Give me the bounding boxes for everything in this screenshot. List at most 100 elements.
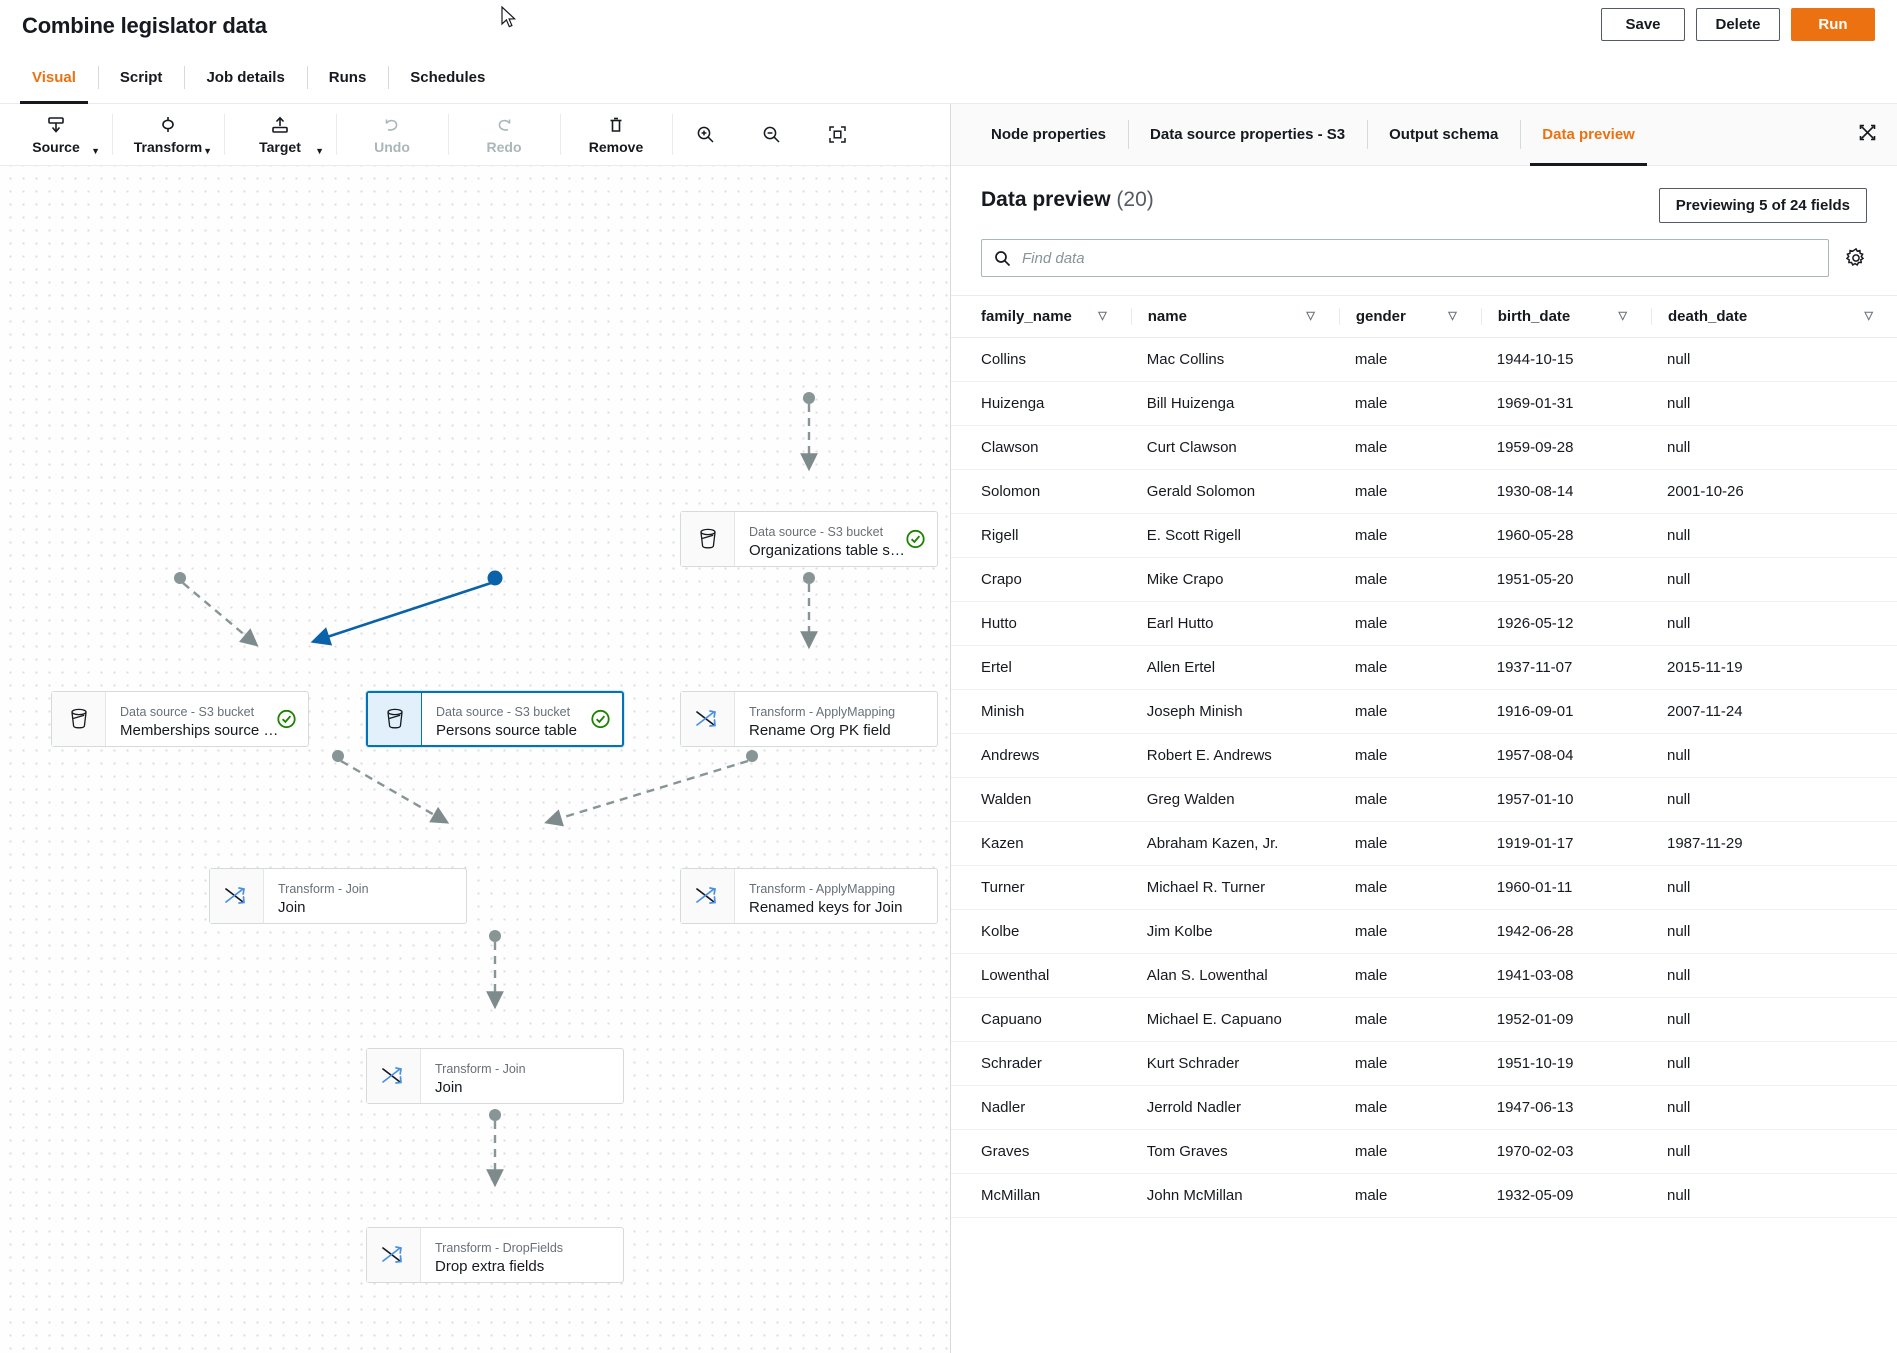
sort-caret-icon[interactable]: ▽ (1618, 310, 1627, 322)
node-drop-extra-fields[interactable]: Transform - DropFields Drop extra fields (366, 1227, 624, 1283)
node-type-label: Transform - DropFields (435, 1241, 564, 1255)
node-icon-wrap (368, 693, 422, 745)
run-button[interactable]: Run (1791, 8, 1875, 41)
tab-data-preview[interactable]: Data preview (1520, 104, 1657, 166)
table-cell-gender: male (1338, 1129, 1481, 1174)
canvas-toolbar: Source ▼ Transform ▼ Target ▼ (0, 104, 950, 166)
tab-job-details[interactable]: Job details (184, 52, 306, 103)
preview-settings-button[interactable] (1845, 247, 1867, 269)
toolbar-target-button[interactable]: Target ▼ (224, 104, 336, 165)
table-cell-death-date: null (1651, 1173, 1897, 1218)
table-cell-birth-date: 1930-08-14 (1480, 469, 1651, 514)
toolbar-source-button[interactable]: Source ▼ (0, 104, 112, 165)
data-preview-table: family_name ▽ name ▽ gen (951, 295, 1897, 1218)
tab-data-source-properties-s3[interactable]: Data source properties - S3 (1128, 104, 1367, 165)
toolbar-transform-button[interactable]: Transform ▼ (112, 104, 224, 165)
validated-check-icon (277, 709, 296, 729)
fit-to-screen-button[interactable] (804, 104, 870, 165)
table-cell-birth-date: 1957-08-04 (1480, 733, 1651, 778)
tab-visual[interactable]: Visual (10, 52, 98, 104)
data-preview-count: (20) (1116, 188, 1154, 211)
main-tabs: Visual Script Job details Runs Schedules (0, 52, 1897, 104)
search-input[interactable] (1020, 248, 1816, 268)
tab-schedules[interactable]: Schedules (388, 52, 507, 103)
column-header-gender[interactable]: gender ▽ (1338, 295, 1481, 338)
table-cell-birth-date: 1969-01-31 (1480, 381, 1651, 426)
node-body: Data source - S3 bucket Memberships sour… (106, 692, 308, 746)
table-cell-family-name: Crapo (951, 557, 1131, 602)
node-type-label: Data source - S3 bucket (120, 705, 255, 719)
node-rename-org-pk-field[interactable]: Transform - ApplyMapping Rename Org PK f… (680, 691, 938, 747)
job-canvas[interactable]: Data source - S3 bucket Organizations ta… (0, 166, 950, 1353)
column-header-death-date[interactable]: death_date ▽ (1651, 295, 1897, 338)
node-icon-wrap (681, 692, 735, 746)
sort-caret-icon[interactable]: ▽ (1864, 310, 1873, 322)
table-cell-family-name: Solomon (951, 469, 1131, 514)
table-cell-gender: male (1338, 689, 1481, 734)
toolbar-undo-button[interactable]: Undo (336, 104, 448, 165)
column-header-name[interactable]: name ▽ (1130, 295, 1339, 338)
node-organizations-table[interactable]: Data source - S3 bucket Organizations ta… (680, 511, 938, 567)
node-icon-wrap (210, 869, 264, 923)
column-header-family-name[interactable]: family_name ▽ (951, 295, 1131, 338)
table-cell-birth-date: 1932-05-09 (1480, 1173, 1651, 1218)
node-body: Transform - Join Join (421, 1049, 623, 1103)
details-tabs: Node properties Data source properties -… (951, 104, 1897, 166)
tab-node-properties[interactable]: Node properties (991, 126, 1107, 143)
tab-output-schema[interactable]: Output schema (1367, 104, 1520, 165)
column-header-birth-date[interactable]: birth_date ▽ (1480, 295, 1651, 338)
table-cell-gender: male (1338, 557, 1481, 602)
search-box[interactable] (981, 239, 1829, 277)
node-icon-wrap (52, 692, 106, 746)
chevron-down-icon: ▼ (315, 146, 324, 156)
node-join-2[interactable]: Transform - Join Join (366, 1048, 624, 1104)
toolbar-remove-button[interactable]: Remove (560, 104, 672, 165)
node-renamed-keys-for-join[interactable]: Transform - ApplyMapping Renamed keys fo… (680, 868, 938, 924)
table-cell-birth-date: 1952-01-09 (1480, 997, 1651, 1042)
toolbar-redo-button[interactable]: Redo (448, 104, 560, 165)
table-cell-family-name: Graves (951, 1129, 1131, 1174)
chevron-down-icon: ▼ (203, 146, 212, 156)
sort-caret-icon[interactable]: ▽ (1306, 310, 1315, 322)
previewing-fields-button[interactable]: Previewing 5 of 24 fields (1658, 188, 1867, 223)
data-preview-table-wrap[interactable]: family_name ▽ name ▽ gen (951, 295, 1897, 1353)
expand-panel-button[interactable] (1858, 123, 1877, 147)
table-cell-family-name: Clawson (951, 425, 1131, 470)
tab-runs[interactable]: Runs (306, 52, 389, 103)
table-cell-gender: male (1338, 733, 1481, 778)
tab-script[interactable]: Script (97, 52, 185, 103)
column-header-label: gender (1355, 308, 1406, 325)
zoom-in-button[interactable] (672, 104, 738, 165)
save-button[interactable]: Save (1601, 8, 1685, 41)
node-persons-source[interactable]: Data source - S3 bucket Persons source t… (366, 691, 624, 747)
table-cell-family-name: Minish (951, 689, 1131, 734)
node-join-1[interactable]: Transform - Join Join (209, 868, 467, 924)
table-cell-family-name: Kazen (951, 821, 1131, 866)
zoom-out-button[interactable] (738, 104, 804, 165)
delete-button[interactable]: Delete (1696, 8, 1780, 41)
node-memberships-source[interactable]: Data source - S3 bucket Memberships sour… (51, 691, 309, 747)
sort-caret-icon[interactable]: ▽ (1448, 310, 1457, 322)
sort-caret-icon[interactable]: ▽ (1098, 310, 1107, 322)
table-cell-gender: male (1338, 997, 1481, 1042)
